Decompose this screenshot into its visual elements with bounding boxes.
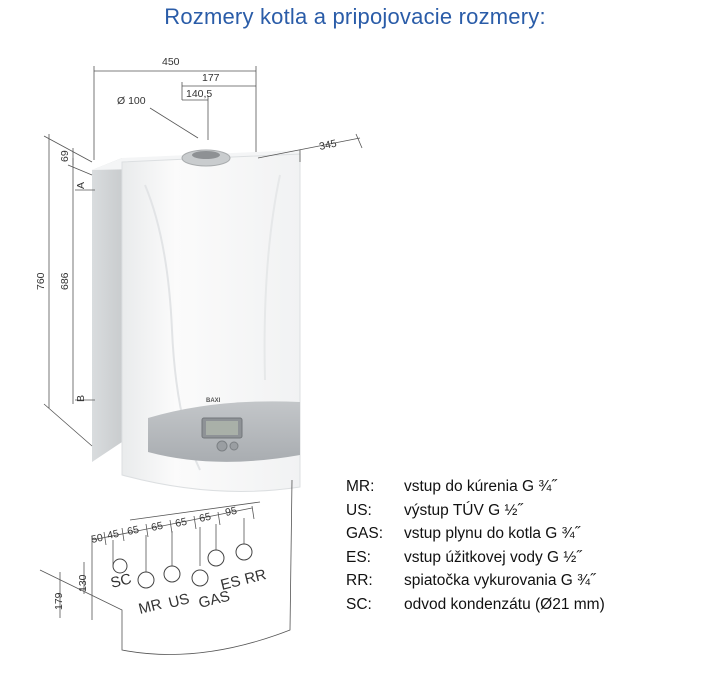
legend-code: ES: xyxy=(346,548,371,566)
display-inner xyxy=(206,421,238,435)
control-knob-2 xyxy=(229,441,239,451)
connection-points xyxy=(112,543,253,589)
front-panel-curve-right xyxy=(263,174,281,381)
boiler-side-face xyxy=(92,158,122,462)
connection-mr xyxy=(137,571,155,589)
label-b: B xyxy=(75,395,87,402)
legend-desc: spiatočka vykurovania G ¾˝ xyxy=(404,572,596,590)
connection-sc xyxy=(112,558,128,574)
boiler-body: BAXI xyxy=(92,149,301,492)
dimension-lines xyxy=(39,66,363,655)
legend-code: SC: xyxy=(346,595,372,613)
legend-code: RR: xyxy=(346,572,373,590)
dim-spacing-65a: 65 xyxy=(126,524,140,538)
label-a: A xyxy=(75,182,87,189)
dim-spacing-50: 50 xyxy=(90,532,104,546)
connection-gas xyxy=(191,569,209,587)
dim-depth-345: 345 xyxy=(318,138,338,153)
legend-code: US: xyxy=(346,501,372,519)
dim-179: 179 xyxy=(53,592,65,610)
connection-us xyxy=(163,565,181,583)
brand-logo: BAXI xyxy=(206,398,221,404)
legend-desc: výstup TÚV G ½˝ xyxy=(404,501,523,519)
connection-label-us: US xyxy=(167,590,191,612)
page-title: Rozmery kotla a pripojovacie rozmery: xyxy=(164,4,546,29)
legend-desc: vstup úžitkovej vody G ½˝ xyxy=(404,548,582,566)
legend-code: MR: xyxy=(346,478,375,495)
control-knob xyxy=(216,440,228,452)
flue-opening xyxy=(192,151,220,159)
connection-label-es: ES xyxy=(219,573,243,594)
dim-177: 177 xyxy=(202,72,220,84)
connection-label-mr: MR xyxy=(137,596,164,618)
dim-spacing-65c: 65 xyxy=(174,516,188,530)
dim-height-760: 760 xyxy=(35,272,47,290)
legend-desc: vstup plynu do kotla G ¾˝ xyxy=(404,525,580,543)
legend-desc: vstup do kúrenia G ¾˝ xyxy=(404,478,557,495)
dim-spacing-65b: 65 xyxy=(150,520,164,534)
legend-code: GAS: xyxy=(346,525,384,543)
connection-label-rr: RR xyxy=(243,566,268,588)
connection-rr xyxy=(235,543,253,561)
dim-spacing-45: 45 xyxy=(106,528,120,542)
dim-140-5: 140,5 xyxy=(186,88,212,100)
dim-spacing-65d: 65 xyxy=(198,511,212,525)
connection-label-sc: SC xyxy=(109,570,133,592)
dim-diameter-100: Ø 100 xyxy=(117,95,146,107)
connection-es xyxy=(207,549,225,567)
dim-130: 130 xyxy=(77,574,89,592)
dim-spacing-95: 95 xyxy=(224,505,238,519)
dim-686: 686 xyxy=(59,272,71,290)
legend-desc: odvod kondenzátu (Ø21 mm) xyxy=(404,595,605,613)
dim-width-450: 450 xyxy=(162,56,180,68)
dim-69: 69 xyxy=(59,150,71,162)
